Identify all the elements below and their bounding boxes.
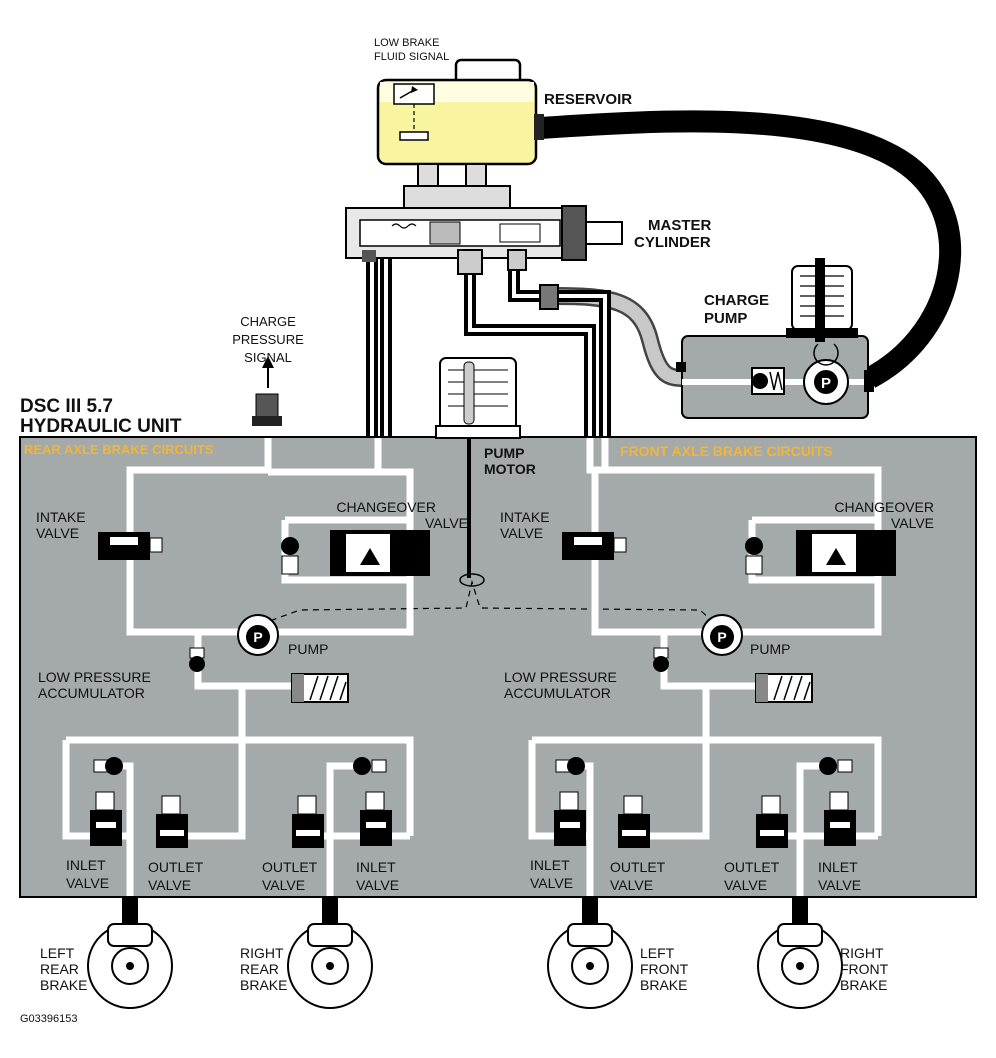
- front-v3-label-2: VALVE: [724, 877, 767, 893]
- rear-check-valve: [189, 647, 205, 672]
- pump-motor-label-1: PUMP: [484, 445, 524, 461]
- front-v1-label-2: VALVE: [530, 875, 573, 891]
- front-low-pressure-accumulator: [755, 673, 813, 703]
- front-inlet-valve-left: [554, 791, 586, 846]
- front-changeover-label-2: VALVE: [891, 515, 934, 531]
- rear-v4-label-2: VALVE: [356, 877, 399, 893]
- motor-drive-line: [249, 579, 721, 629]
- front-changeover-valve: [745, 530, 896, 576]
- front-check-left: [555, 757, 585, 775]
- rr-brake-label-2: REAR: [240, 961, 279, 977]
- front-intake-label-2: VALVE: [500, 525, 543, 541]
- charge-signal-label-3: SIGNAL: [244, 350, 292, 365]
- front-changeover-label-1: CHANGEOVER: [834, 499, 934, 515]
- rear-inlet-valve-right: [360, 791, 392, 846]
- rear-pump: P: [237, 614, 279, 656]
- left-rear-brake: [87, 896, 173, 1009]
- rf-brake-label-3: BRAKE: [840, 977, 887, 993]
- reservoir: [376, 58, 544, 189]
- rear-changeover-valve: [281, 530, 430, 576]
- rear-pump-label: PUMP: [288, 641, 328, 657]
- rear-intake-label-2: VALVE: [36, 525, 79, 541]
- front-v4-label-1: INLET: [818, 859, 858, 875]
- rf-brake-label-1: RIGHT: [840, 945, 884, 961]
- rear-circuit-label: REAR AXLE BRAKE CIRCUITS: [24, 442, 214, 457]
- front-inlet-valve-right: [824, 791, 856, 846]
- charge-pump: P: [676, 258, 874, 419]
- front-check-valve: [653, 647, 669, 672]
- low-fluid-label-2: FLUID SIGNAL: [374, 51, 449, 63]
- rear-v1-label-2: VALVE: [66, 875, 109, 891]
- charge-signal-label-1: CHARGE: [240, 314, 296, 329]
- unit-title-2: HYDRAULIC UNIT: [20, 416, 182, 437]
- front-pump-label: PUMP: [750, 641, 790, 657]
- figure-id: G03396153: [20, 1013, 78, 1025]
- charge-signal-label-2: PRESSURE: [232, 332, 304, 347]
- charge-pump-label-1: CHARGE: [704, 292, 769, 309]
- rear-v3-label-2: VALVE: [262, 877, 305, 893]
- front-check-right: [819, 757, 853, 775]
- charge-pump-label-2: PUMP: [704, 310, 747, 327]
- front-pump: P: [701, 614, 743, 656]
- rear-low-pressure-accumulator: [291, 673, 349, 703]
- charge-pressure-sensor: [252, 356, 282, 426]
- rear-check-right: [353, 757, 387, 775]
- unit-title-1: DSC III 5.7: [20, 396, 113, 417]
- lf-brake-label-2: FRONT: [640, 961, 689, 977]
- right-rear-brake: [287, 896, 373, 1009]
- front-outlet-valve-left: [618, 795, 650, 848]
- reservoir-label: RESERVOIR: [544, 91, 632, 108]
- rear-v1-label-1: INLET: [66, 857, 106, 873]
- front-outlet-valve-right: [756, 795, 788, 848]
- rear-v2-label-1: OUTLET: [148, 859, 204, 875]
- rear-intake-valve: [98, 532, 163, 560]
- rear-outlet-valve-left: [156, 795, 188, 848]
- lr-brake-label-3: BRAKE: [40, 977, 87, 993]
- front-v3-label-1: OUTLET: [724, 859, 780, 875]
- master-cylinder-label-1: MASTER: [648, 217, 712, 234]
- front-v4-label-2: VALVE: [818, 877, 861, 893]
- lr-brake-label-2: REAR: [40, 961, 79, 977]
- rr-brake-label-3: BRAKE: [240, 977, 287, 993]
- right-front-brake: [757, 896, 843, 1009]
- front-intake-valve: [562, 532, 627, 560]
- rf-brake-label-2: FRONT: [840, 961, 889, 977]
- rear-changeover-label-1: CHANGEOVER: [336, 499, 436, 515]
- front-v1-label-1: INLET: [530, 857, 570, 873]
- front-lpa-label-1: LOW PRESSURE: [504, 669, 617, 685]
- rear-lpa-label-1: LOW PRESSURE: [38, 669, 151, 685]
- rear-intake-label-1: INTAKE: [36, 509, 86, 525]
- return-hose: [539, 110, 962, 388]
- front-v2-label-2: VALVE: [610, 877, 653, 893]
- front-v2-label-1: OUTLET: [610, 859, 666, 875]
- rear-inlet-valve-left: [90, 791, 122, 846]
- master-cylinder-label-2: CYLINDER: [634, 234, 711, 251]
- rear-v3-label-1: OUTLET: [262, 859, 318, 875]
- signal-arrow-icon: [262, 356, 274, 368]
- rear-outlet-valve-right: [292, 795, 324, 848]
- low-fluid-label-1: LOW BRAKE: [374, 37, 439, 49]
- left-front-brake: [547, 896, 633, 1009]
- front-circuit-label: FRONT AXLE BRAKE CIRCUITS: [620, 443, 833, 459]
- front-pump-symbol: P: [717, 629, 726, 645]
- rear-v4-label-1: INLET: [356, 859, 396, 875]
- lf-brake-label-1: LEFT: [640, 945, 675, 961]
- lr-brake-label-1: LEFT: [40, 945, 75, 961]
- charge-pump-symbol: P: [821, 375, 831, 392]
- pump-motor: [435, 357, 521, 587]
- rear-check-left: [93, 757, 123, 775]
- rear-v2-label-2: VALVE: [148, 877, 191, 893]
- master-cylinder: [345, 185, 623, 275]
- front-intake-label-1: INTAKE: [500, 509, 550, 525]
- rr-brake-label-1: RIGHT: [240, 945, 284, 961]
- rear-changeover-label-2: VALVE: [425, 515, 468, 531]
- rear-pump-symbol: P: [253, 629, 262, 645]
- rear-lpa-label-2: ACCUMULATOR: [38, 685, 145, 701]
- lf-brake-label-3: BRAKE: [640, 977, 687, 993]
- pump-motor-label-2: MOTOR: [484, 461, 536, 477]
- front-lpa-label-2: ACCUMULATOR: [504, 685, 611, 701]
